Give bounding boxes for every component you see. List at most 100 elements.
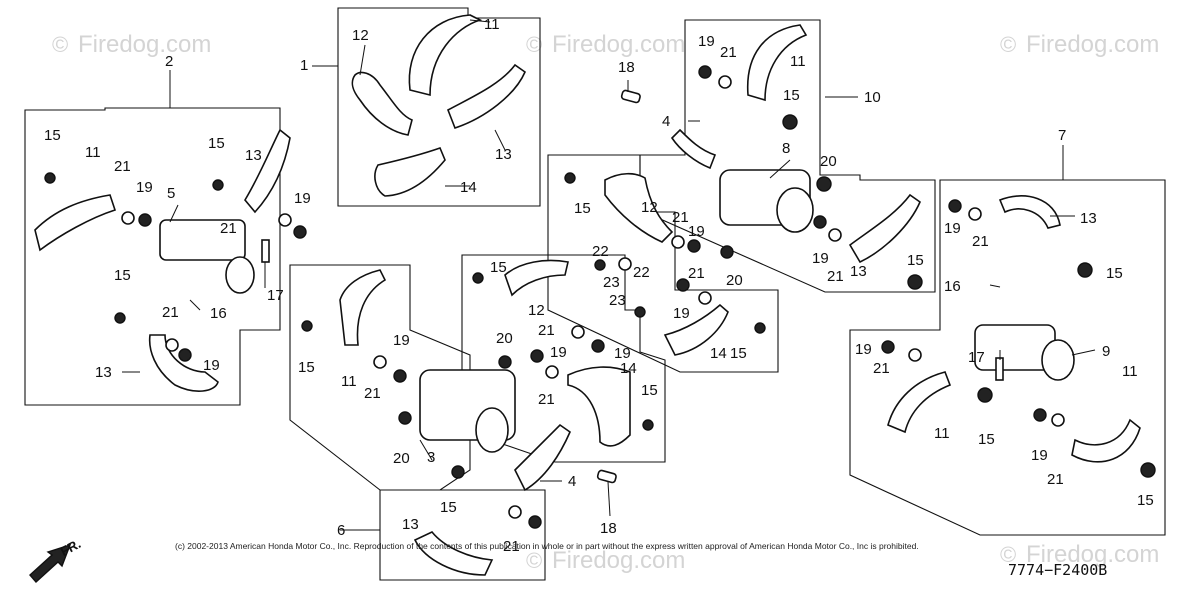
callout-21: 21 [827, 268, 844, 285]
svg-text:©: © [1000, 32, 1016, 57]
callout-11: 11 [341, 373, 357, 390]
svg-text:©: © [526, 32, 542, 57]
bolt-head [634, 306, 646, 318]
callout-11: 11 [1122, 363, 1138, 380]
callout-19: 19 [855, 341, 872, 358]
nut [1033, 408, 1047, 422]
callout-21: 21 [162, 304, 179, 321]
callout-15: 15 [978, 431, 995, 448]
washer [828, 228, 842, 242]
callout-14: 14 [620, 360, 637, 377]
bolt-head [301, 320, 313, 332]
copyright-notice: (c) 2002-2013 American Honda Motor Co., … [175, 541, 919, 551]
callout-22: 22 [592, 243, 609, 260]
nut [948, 199, 962, 213]
callout-17: 17 [267, 287, 284, 304]
tine-14-frame22 [567, 366, 631, 447]
assembly-frames [24, 7, 1166, 581]
callout-15: 15 [114, 267, 131, 284]
bolt-head [642, 419, 654, 431]
callout-labels: 1 2 3 4 4 5 6 7 8 9 10 11 11 11 11 11 11… [44, 16, 1154, 555]
washer [508, 505, 522, 519]
tine-11-frame7-left [887, 371, 952, 434]
nut [530, 349, 544, 363]
callout-15: 15 [440, 499, 457, 516]
nut [498, 355, 512, 369]
bolt-head [472, 272, 484, 284]
callout-19: 19 [203, 357, 220, 374]
nut [393, 369, 407, 383]
nut [687, 239, 701, 253]
callout-15: 15 [641, 382, 658, 399]
tine-11-frame1 [408, 14, 483, 97]
bracket-4-lower [514, 423, 571, 492]
frame-7 [849, 179, 1166, 536]
washer [165, 338, 179, 352]
washer [121, 211, 135, 225]
callout-21: 21 [688, 265, 705, 282]
callout-19: 19 [1031, 447, 1048, 464]
callout-14: 14 [460, 179, 477, 196]
front-direction-arrow [29, 543, 72, 584]
svg-text:Firedog.com: Firedog.com [1026, 31, 1159, 58]
tine-12-frame1 [351, 71, 413, 136]
callout-23: 23 [609, 292, 626, 309]
callout-19: 19 [294, 190, 311, 207]
washer [373, 355, 387, 369]
callout-1: 1 [300, 57, 308, 74]
tine-11-frame2 [34, 194, 117, 252]
callout-4-lower: 4 [568, 473, 576, 490]
pin-18-lower [596, 469, 617, 484]
tine-12-frame22 [504, 259, 569, 297]
svg-text:Firedog.com: Firedog.com [552, 31, 685, 58]
callout-21: 21 [538, 322, 555, 339]
washer [908, 348, 922, 362]
callout-16: 16 [944, 278, 961, 295]
shaft-end-8 [776, 187, 814, 233]
callout-21: 21 [972, 233, 989, 250]
callout-13: 13 [402, 516, 419, 533]
nut [813, 215, 827, 229]
callout-15: 15 [1137, 492, 1154, 509]
callout-15: 15 [907, 252, 924, 269]
nut [293, 225, 307, 239]
callout-11: 11 [85, 144, 101, 161]
washer [698, 291, 712, 305]
callout-21: 21 [220, 220, 237, 237]
nut [881, 340, 895, 354]
callout-20: 20 [496, 330, 513, 347]
bolt-head [564, 172, 576, 184]
callout-23: 23 [603, 274, 620, 291]
shaft-5 [159, 219, 246, 261]
callout-15: 15 [1106, 265, 1123, 282]
bracket-4-upper [670, 128, 717, 170]
frame-6-bottom [379, 489, 546, 581]
callout-21: 21 [1047, 471, 1064, 488]
callout-21: 21 [364, 385, 381, 402]
tine-parts [34, 14, 1141, 576]
bolt-head [782, 114, 798, 130]
nut [398, 411, 412, 425]
callout-13: 13 [1080, 210, 1097, 227]
callout-12: 12 [528, 302, 545, 319]
callout-15: 15 [208, 135, 225, 152]
bolt-head [44, 172, 56, 184]
watermark-group: ©Firedog.com ©Firedog.com ©Firedog.com ©… [52, 31, 1159, 574]
washer [618, 257, 632, 271]
washer [571, 325, 585, 339]
callout-18: 18 [618, 59, 635, 76]
washer [671, 235, 685, 249]
bolt-head [594, 259, 606, 271]
callout-11: 11 [934, 425, 950, 442]
callout-13: 13 [95, 364, 112, 381]
tine-11-frame10 [746, 24, 808, 102]
frame-2 [24, 107, 281, 406]
callout-21: 21 [873, 360, 890, 377]
bolt-head [212, 179, 224, 191]
callout-11: 11 [790, 53, 806, 70]
callout-2: 2 [165, 53, 173, 70]
tine-13-frame6 [413, 531, 494, 576]
callout-4-upper: 4 [662, 113, 670, 130]
callout-15: 15 [783, 87, 800, 104]
